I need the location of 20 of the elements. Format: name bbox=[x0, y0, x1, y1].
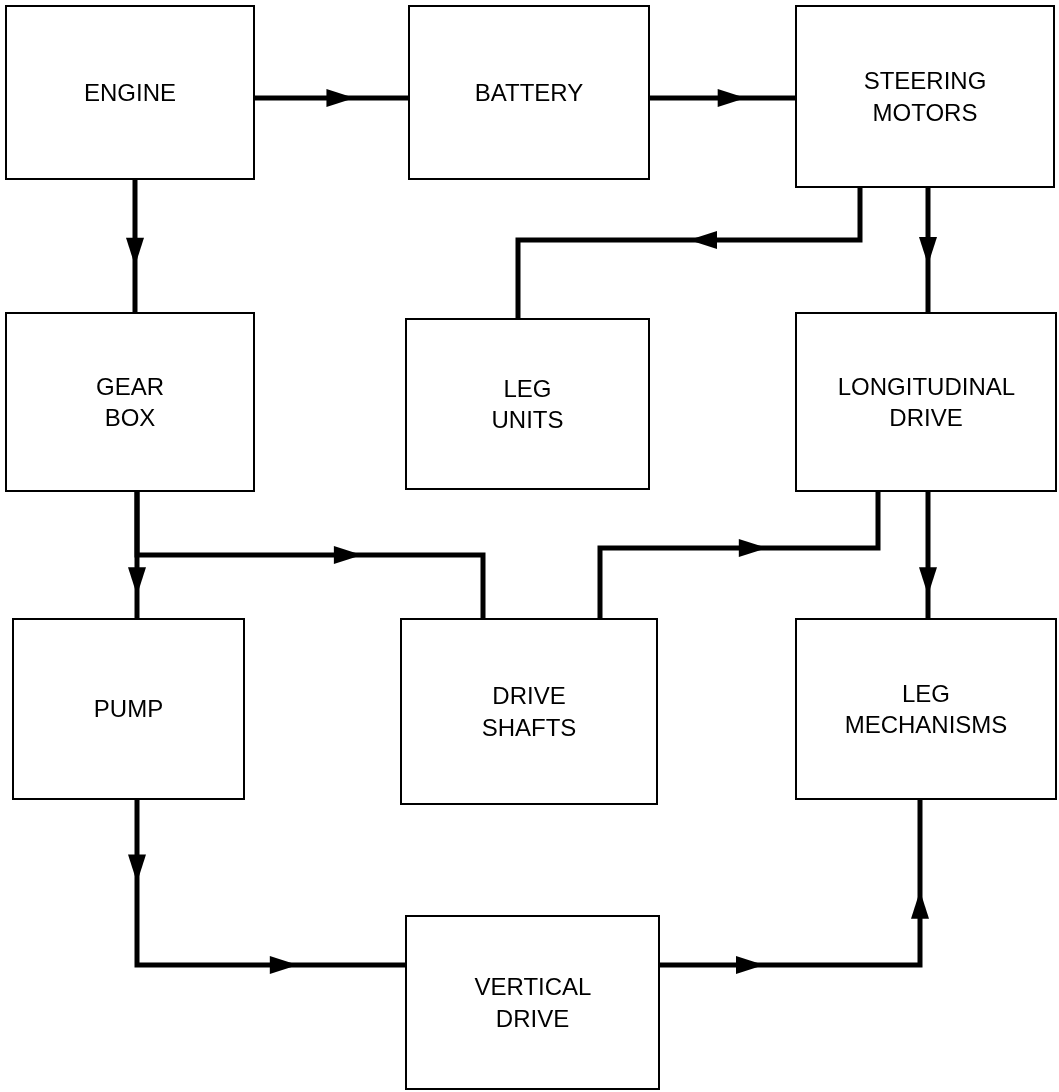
block-box bbox=[795, 618, 1057, 800]
block-box bbox=[408, 5, 650, 180]
block-box bbox=[405, 318, 650, 490]
block-box bbox=[400, 618, 658, 805]
block-label: GEAR BOX bbox=[96, 371, 164, 433]
block-label: VERTICAL DRIVE bbox=[474, 972, 591, 1034]
block-label: BATTERY bbox=[474, 77, 584, 108]
block-label: LONGITUDINAL DRIVE bbox=[837, 371, 1015, 433]
block-box bbox=[795, 312, 1057, 492]
block-box bbox=[5, 312, 255, 492]
block-label: DRIVE SHAFTS bbox=[481, 681, 577, 743]
block-box bbox=[12, 618, 245, 800]
block-label: LEG MECHANISMS bbox=[844, 678, 1008, 740]
block-label: ENGINE bbox=[84, 77, 176, 108]
block-label: LEG UNITS bbox=[491, 373, 564, 435]
block-box bbox=[5, 5, 255, 180]
block-box bbox=[795, 5, 1055, 188]
block-label: PUMP bbox=[93, 694, 164, 725]
block-label: STEERING MOTORS bbox=[863, 66, 987, 128]
block-box bbox=[405, 915, 660, 1090]
